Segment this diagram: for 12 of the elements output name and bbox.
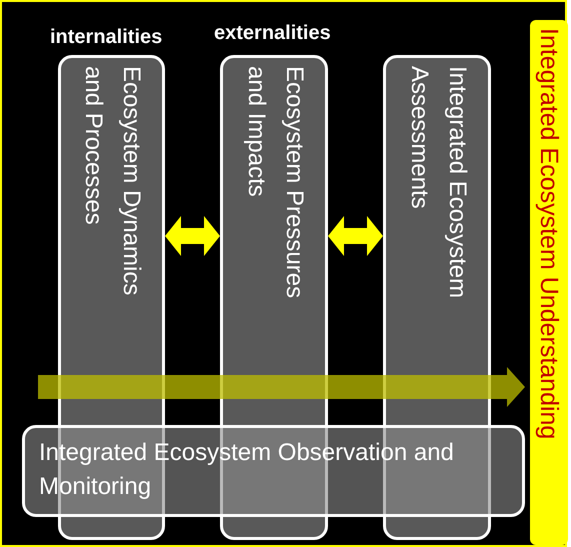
bar-title: Integrated Ecosystem Understanding: [534, 28, 564, 440]
pillar-title: Integrated Ecosystem Assessments: [405, 66, 472, 300]
double-arrow: [328, 216, 383, 256]
column-heading: externalities: [214, 22, 331, 45]
double-arrow: [165, 216, 220, 256]
band-panel: [22, 425, 525, 517]
band-title: Integrated Ecosystem Observation and Monitoring: [39, 438, 455, 502]
pillar-title: Ecosystem Pressures and Impacts: [242, 66, 309, 300]
side-bar: [530, 20, 568, 545]
column-heading: internalities: [50, 26, 162, 49]
arrow: [38, 367, 525, 407]
pillar-title: Ecosystem Dynamics and Processes: [79, 66, 146, 298]
